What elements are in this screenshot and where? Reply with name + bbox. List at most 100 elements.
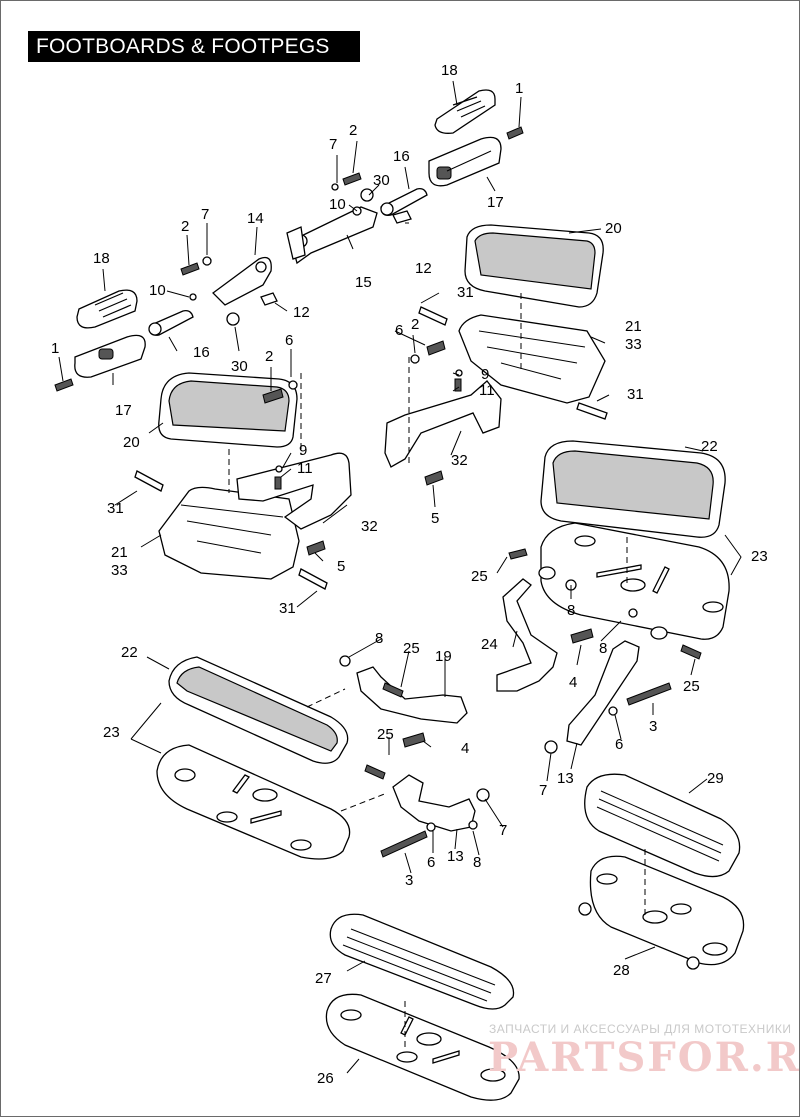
- callout-29: 29: [707, 770, 724, 787]
- callout-27: 27: [315, 970, 332, 987]
- callout-4: 4: [461, 740, 469, 757]
- callout-26: 26: [317, 1070, 334, 1087]
- bolt-1-left: [54, 378, 74, 392]
- washer-6-right: [608, 706, 618, 716]
- nut-8b-right: [628, 608, 638, 618]
- spring-pin-12-left: [260, 292, 278, 306]
- callout-10: 10: [149, 282, 166, 299]
- screw-2-mid-right: [426, 340, 446, 356]
- bracket-32-left: [236, 452, 352, 530]
- callout-13: 13: [447, 848, 464, 865]
- callout-7: 7: [201, 206, 209, 223]
- bracket-32-right: [384, 380, 502, 468]
- callout-8: 8: [375, 630, 383, 647]
- callout-24: 24: [481, 636, 498, 653]
- footboard-pan-26: [325, 993, 520, 1101]
- callout-17: 17: [487, 194, 504, 211]
- washer-6-mid-left: [288, 380, 298, 390]
- bolt-4-right: [570, 628, 594, 644]
- callout-2: 2: [181, 218, 189, 235]
- spring-11-right: [454, 378, 462, 392]
- screw-2-left: [180, 262, 200, 276]
- callout-31: 31: [279, 600, 296, 617]
- callout-21: 21: [625, 318, 642, 335]
- callout-7: 7: [539, 782, 547, 799]
- footboard-pad-20-right: [464, 224, 604, 308]
- nut-7-right: [544, 740, 558, 754]
- pin-31a-left: [134, 470, 164, 492]
- callout-7: 7: [499, 822, 507, 839]
- callout-11: 11: [297, 460, 313, 477]
- rubber-mount-a: [538, 566, 556, 580]
- callout-13: 13: [557, 770, 574, 787]
- callout-31: 31: [107, 500, 124, 517]
- callout-6: 6: [427, 854, 435, 871]
- nut-8d-left: [468, 820, 478, 830]
- callout-5: 5: [337, 558, 345, 575]
- callout-32: 32: [361, 518, 378, 535]
- callout-8: 8: [473, 854, 481, 871]
- footboard-pan-28: [578, 855, 745, 970]
- callout-6: 6: [285, 332, 293, 349]
- callout-28: 28: [613, 962, 630, 979]
- footboard-pad-22-left: [168, 656, 349, 764]
- clevis-pin-16-left: [148, 309, 194, 336]
- callout-12: 12: [415, 260, 432, 277]
- callout-6: 6: [395, 322, 403, 339]
- clevis-pin-16-upper: [380, 187, 428, 216]
- callout-25: 25: [683, 678, 700, 695]
- callout-30: 30: [373, 172, 390, 189]
- callout-21: 21: [111, 544, 128, 561]
- screw-5-right: [424, 470, 444, 486]
- callout-2: 2: [265, 348, 273, 365]
- bolt-3-left: [380, 830, 428, 858]
- callout-18: 18: [93, 250, 110, 267]
- washer-6-left: [426, 822, 436, 832]
- footboard-pad-20-left: [158, 372, 298, 448]
- callout-16: 16: [393, 148, 410, 165]
- callout-7: 7: [329, 136, 337, 153]
- pin-31a-right: [418, 306, 448, 326]
- callout-8: 8: [599, 640, 607, 657]
- footboard-pan-21-right: [458, 314, 606, 404]
- ball-9-left: [275, 465, 283, 473]
- washer-6-mid-right: [410, 354, 420, 364]
- callout-3: 3: [405, 872, 413, 889]
- footpeg-pad-18-left: [76, 289, 138, 329]
- callout-4: 4: [569, 674, 577, 691]
- footboard-pan-23-right: [540, 522, 730, 640]
- pin-31b-right: [576, 402, 608, 420]
- callout-22: 22: [701, 438, 718, 455]
- footpeg-pad-18-upper: [434, 89, 496, 134]
- watermark-tagline: ЗАПЧАСТИ И АКСЕССУАРЫ ДЛЯ МОТОТЕХНИКИ: [489, 1022, 792, 1036]
- callout-33: 33: [111, 562, 128, 579]
- ball-9-right: [455, 369, 463, 377]
- callout-labels: 18 1 2 7 16 30 10 17 15 12 20 2 7 14 18 …: [51, 62, 768, 1087]
- bolt-3-right: [626, 682, 672, 706]
- rubber-mount-b: [650, 626, 668, 640]
- footboard-pad-22-right: [540, 440, 726, 538]
- footpeg-17-left: [74, 334, 146, 378]
- callout-6: 6: [615, 736, 623, 753]
- callout-31: 31: [457, 284, 474, 301]
- callout-15: 15: [355, 274, 372, 291]
- callout-12: 12: [293, 304, 310, 321]
- nut-8c-left: [339, 655, 351, 667]
- diagram-title: FOOTBOARDS & FOOTPEGS: [28, 31, 360, 62]
- callout-25: 25: [403, 640, 420, 657]
- callout-8: 8: [567, 602, 575, 619]
- watermark-logo: PARTSFOR.RU: [488, 1034, 800, 1081]
- callout-1: 1: [51, 340, 59, 357]
- callout-17: 17: [115, 402, 132, 419]
- screw-2-mid-left: [262, 388, 284, 404]
- bracket-13-right: [566, 640, 640, 746]
- mount-15-upper: [286, 206, 378, 265]
- washer-7-upper: [331, 183, 339, 191]
- screw-2-upper: [342, 172, 362, 186]
- callout-32: 32: [451, 452, 468, 469]
- ball-10-left: [189, 293, 197, 301]
- spring-11-left: [274, 476, 282, 490]
- pin-31b-left: [298, 568, 328, 590]
- mount-14-left: [212, 256, 272, 306]
